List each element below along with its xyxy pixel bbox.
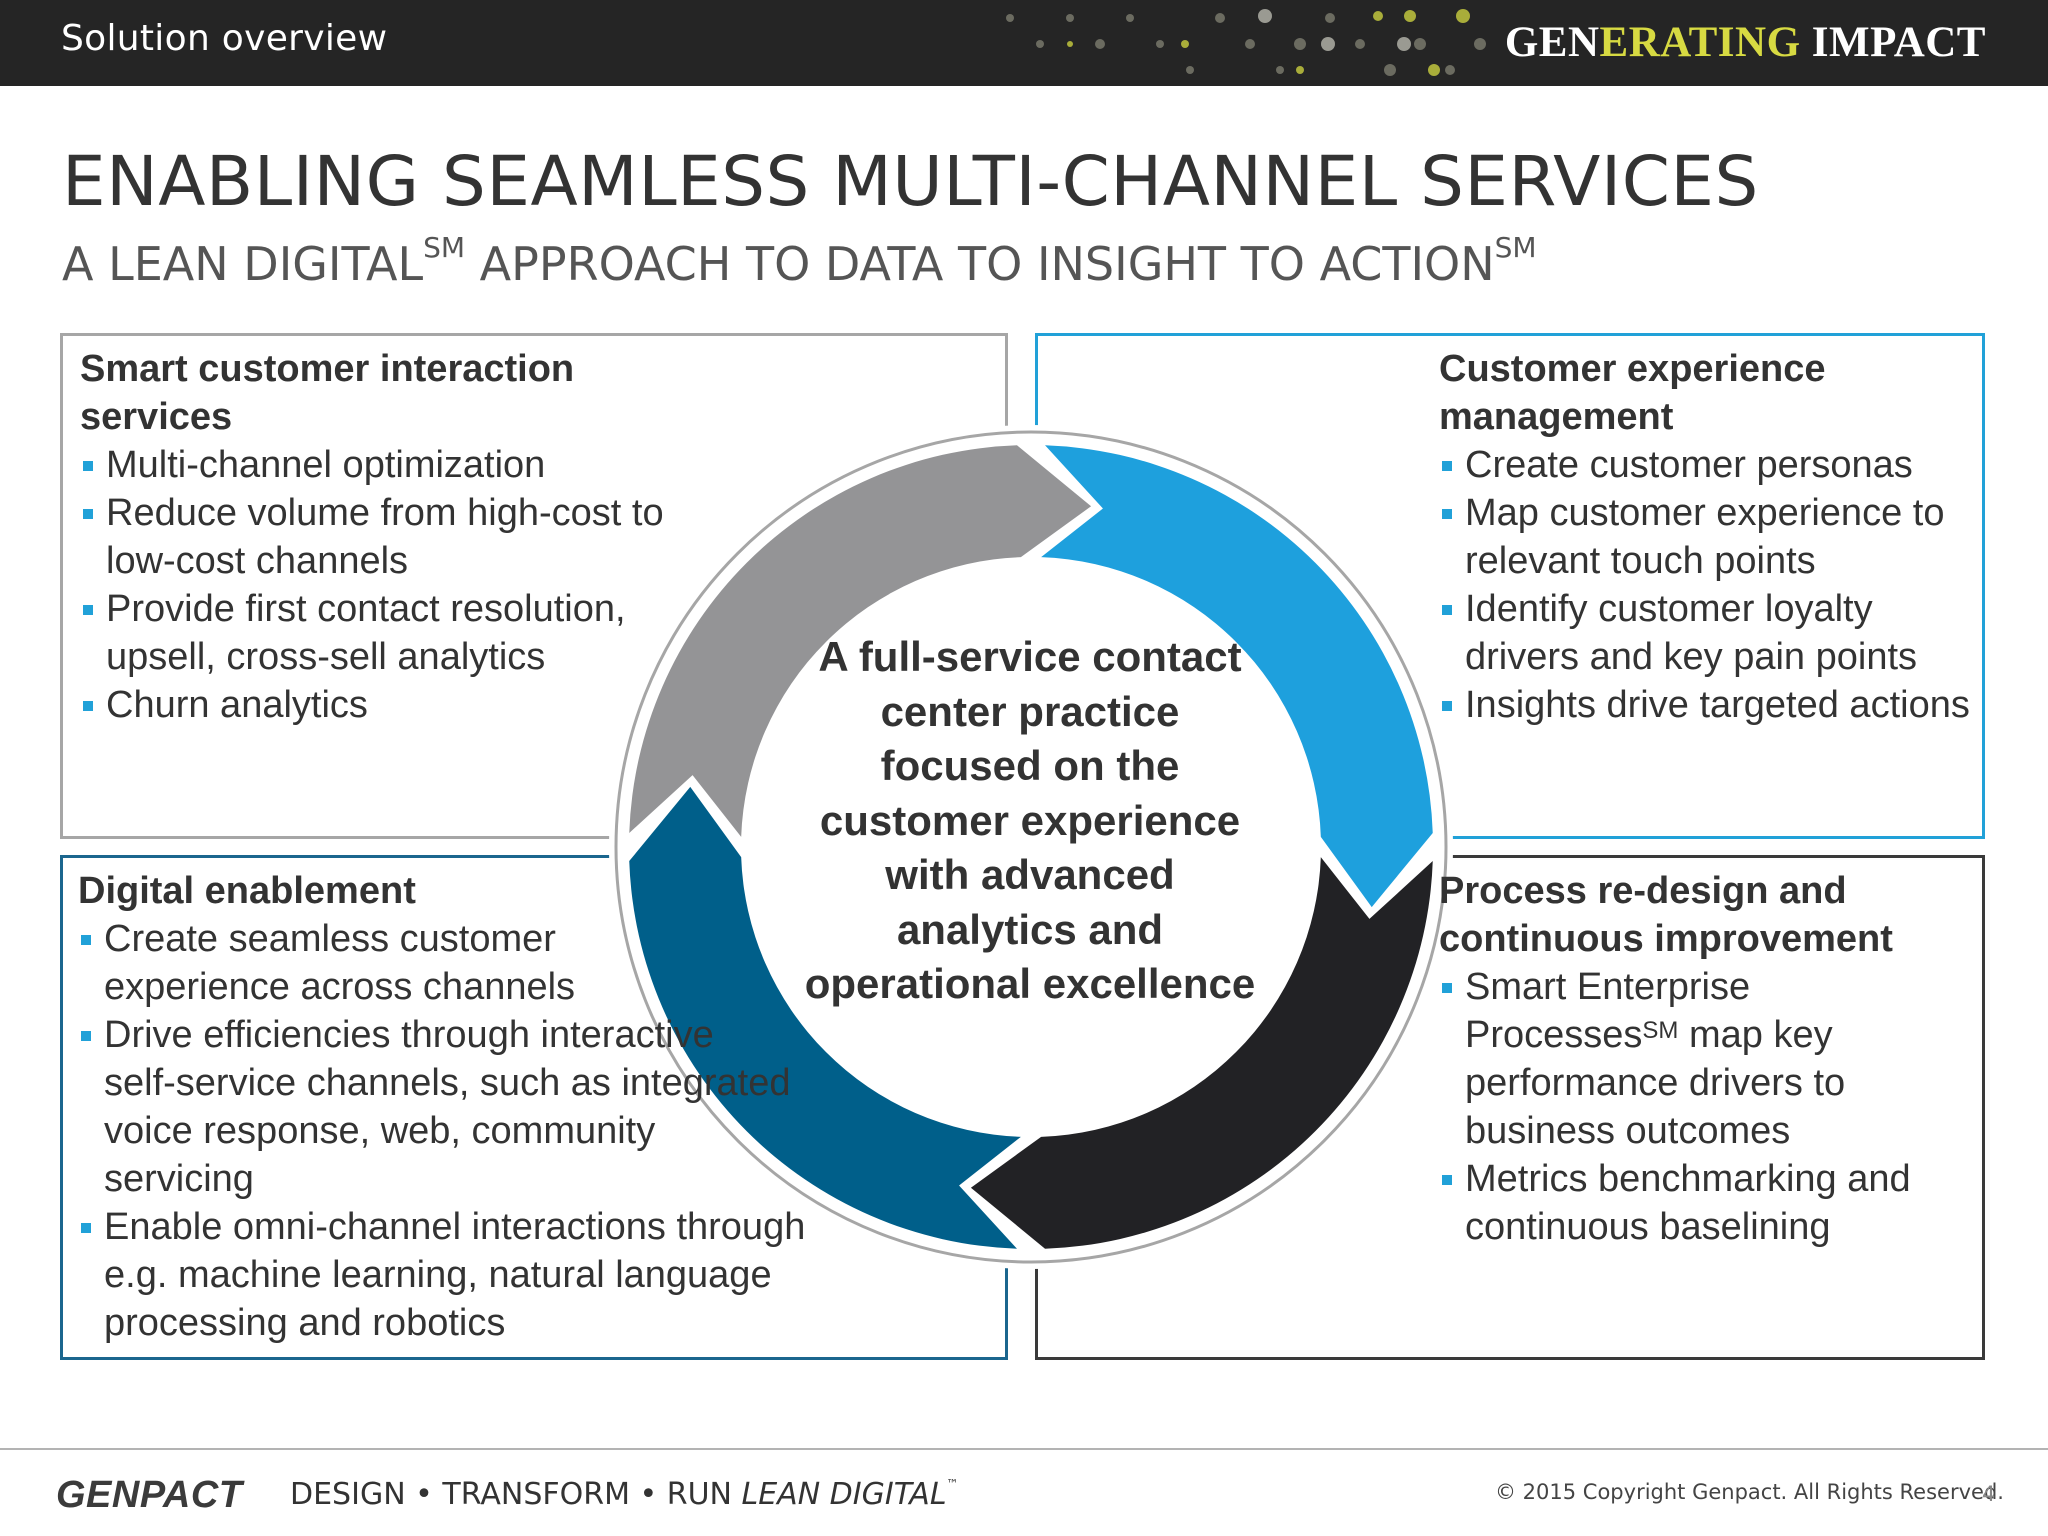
list-item: Multi-channel optimization <box>80 441 720 489</box>
cycle-arrows <box>629 445 1433 1249</box>
list-item: Metrics benchmarking and continuous base… <box>1439 1155 1959 1251</box>
page-subtitle: A LEAN DIGITALSM APPROACH TO DATA TO INS… <box>62 231 1537 291</box>
cycle-arrow-navy <box>629 786 1021 1249</box>
list-item: Drive efficiencies through interactive s… <box>78 1011 794 1203</box>
list-item: Provide first contact resolution, upsell… <box>80 585 720 681</box>
page-title: ENABLING SEAMLESS MULTI-CHANNEL SERVICES <box>62 142 1759 222</box>
footer-divider <box>0 1448 2048 1450</box>
cycle-center-text: A full-service contact center practice f… <box>804 633 1256 1007</box>
cycle-diagram <box>614 430 1448 1264</box>
list-item: Map customer experience to relevant touc… <box>1439 489 1979 585</box>
list-item: Enable omni-channel interactions through… <box>78 1203 868 1347</box>
panel-digital-enablement: Digital enablement Create seamless custo… <box>78 867 868 1347</box>
header-bar: Solution overview GENERATING IMPACT <box>0 0 2048 86</box>
panel-heading: Digital enablement <box>78 870 416 912</box>
list-item: Identify customer loyalty drivers and ke… <box>1439 585 1979 681</box>
brand-logo: GENERATING IMPACT <box>1504 19 1986 66</box>
list-item: Smart Enterprise ProcessesSM map key per… <box>1439 963 1959 1155</box>
page-number: 4 <box>1982 1482 1996 1506</box>
list-item: Insights drive targeted actions <box>1439 681 1979 729</box>
list-item: Reduce volume from high-cost to low-cost… <box>80 489 720 585</box>
section-label: Solution overview <box>61 18 388 59</box>
list-item: Churn analytics <box>80 681 720 729</box>
cycle-arrow-dark <box>970 857 1433 1249</box>
footer-tagline: DESIGN • TRANSFORM • RUN LEAN DIGITAL™ <box>290 1477 959 1512</box>
copyright-text: © 2015 Copyright Genpact. All Rights Res… <box>1495 1480 2004 1504</box>
decorative-dots <box>1006 9 1486 76</box>
cycle-arrow-gray <box>629 445 1092 837</box>
cycle-arrow-cyan <box>1041 445 1433 908</box>
genpact-logo: GENPACT <box>56 1474 243 1516</box>
list-item: Create seamless customer experience acro… <box>78 915 664 1011</box>
cycle-ring-border-gray <box>614 430 1448 1264</box>
list-item: Create customer personas <box>1439 441 1979 489</box>
